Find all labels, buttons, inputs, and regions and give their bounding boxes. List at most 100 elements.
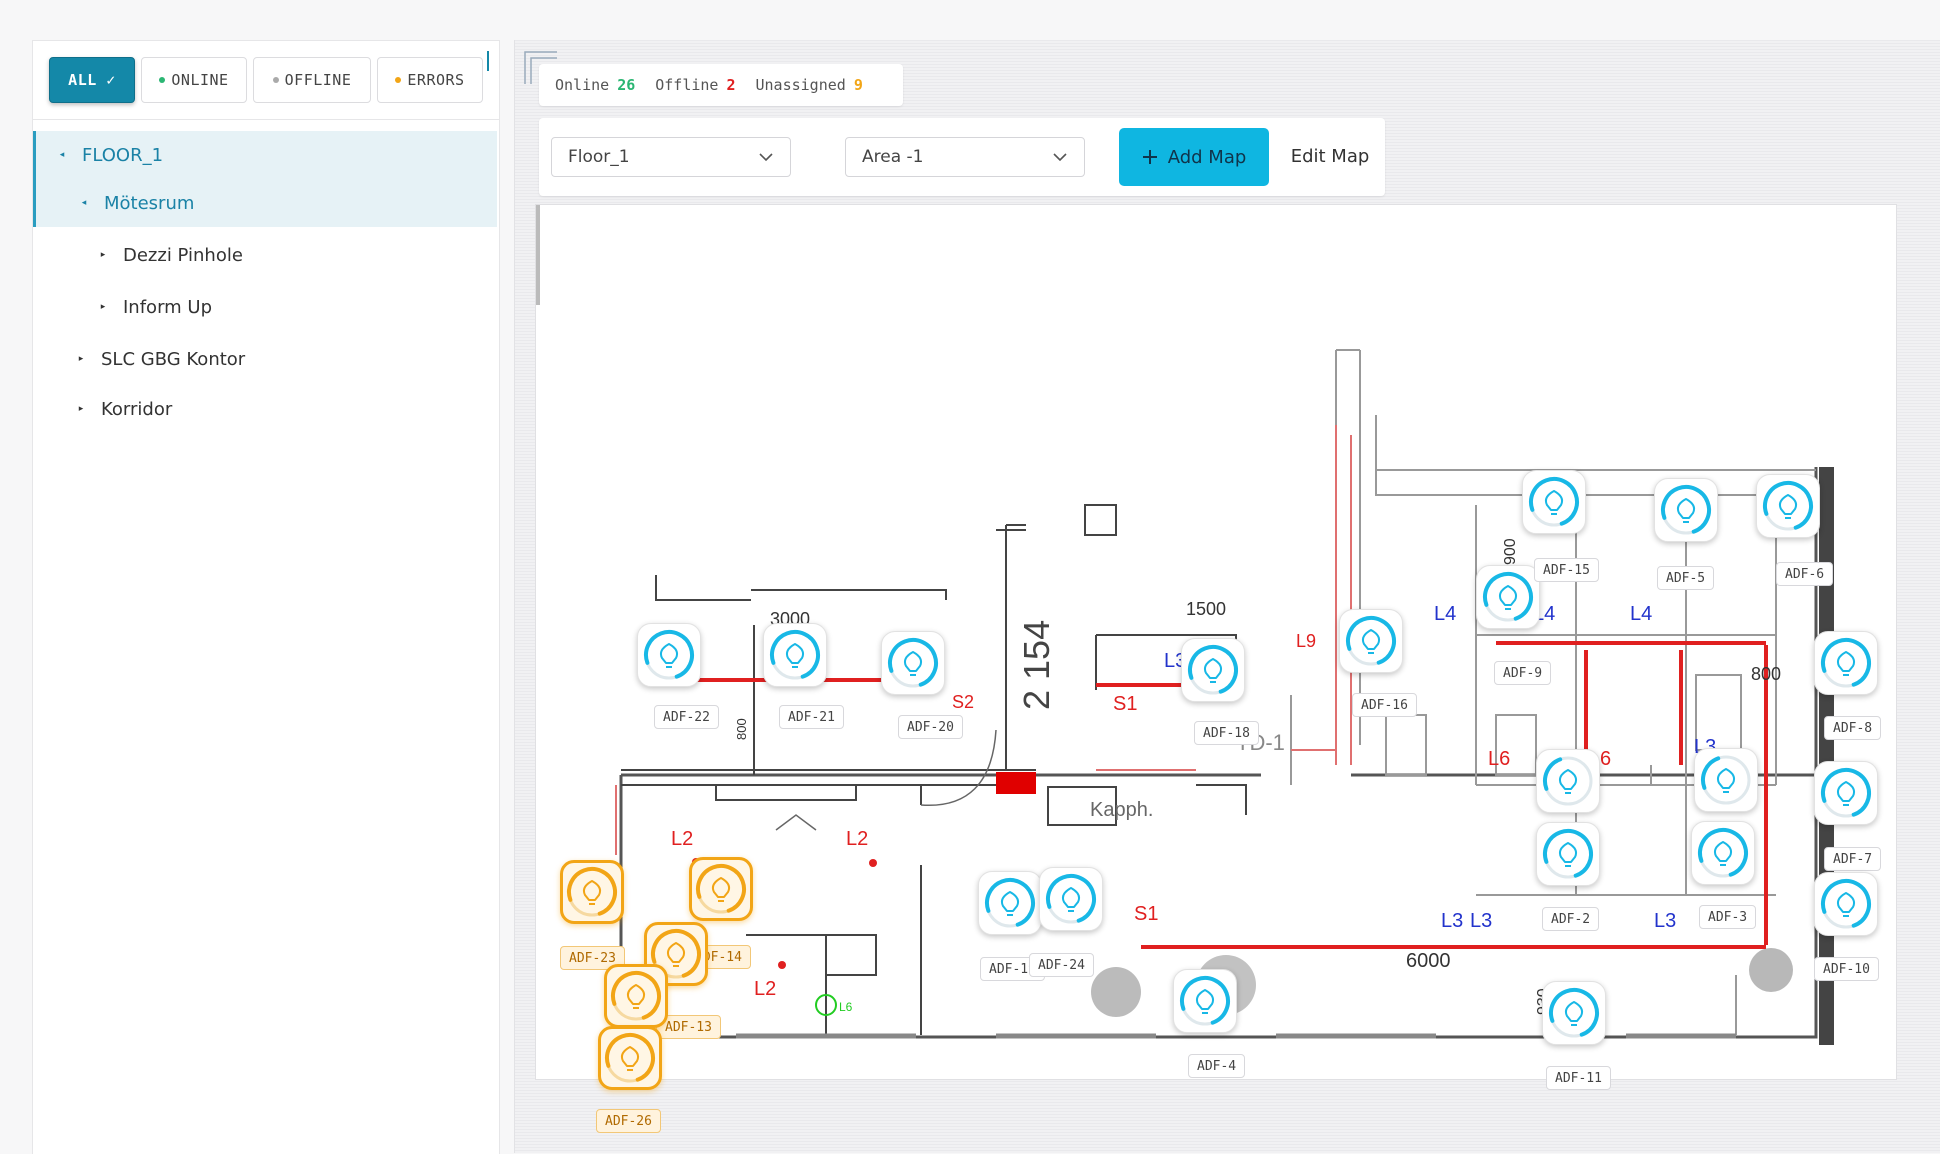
plan-tag: S2 — [952, 692, 974, 712]
light-device-marker[interactable] — [637, 623, 701, 687]
plan-tag: L6 — [1488, 748, 1510, 770]
device-tree-panel: ALL ✓ ONLINE OFFLINE ERRORS ◂ FLOOR_1 ◂ … — [32, 40, 500, 1154]
lightbulb-icon — [644, 630, 694, 680]
tree-item-dezzi-pinhole[interactable]: ▸ Dezzi Pinhole — [33, 231, 497, 279]
light-device-marker[interactable] — [763, 623, 827, 687]
tree-item-slc-gbg-kontor[interactable]: ▸ SLC GBG Kontor — [33, 335, 497, 383]
light-device-marker[interactable] — [1814, 631, 1878, 695]
dim-label: 800 — [1751, 664, 1781, 684]
device-label: ADF-6 — [1776, 562, 1834, 586]
light-device-marker[interactable] — [881, 631, 945, 695]
caret-right-icon[interactable]: ▸ — [78, 404, 84, 414]
filter-online-button[interactable]: ONLINE — [141, 57, 247, 103]
dim-label: 2 154 — [1016, 620, 1057, 710]
device-label: ADF-26 — [596, 1109, 661, 1133]
light-device-marker[interactable] — [1536, 822, 1600, 886]
plan-tag: L2 — [846, 828, 868, 850]
plan-tag: S1 — [1113, 693, 1137, 715]
light-device-marker[interactable] — [1814, 872, 1878, 936]
device-label: ADF-18 — [1194, 721, 1259, 745]
lightbulb-icon — [1821, 638, 1871, 688]
light-device-marker[interactable] — [1039, 867, 1103, 931]
caret-right-icon[interactable]: ▸ — [78, 354, 84, 364]
device-label: ADF-4 — [1188, 1054, 1246, 1078]
offline-stat-count: 2 — [726, 76, 736, 94]
caret-right-icon[interactable]: ▸ — [100, 302, 106, 312]
tree-item-motesrum[interactable]: ◂ Mötesrum — [33, 179, 497, 227]
plan-tag: L3 — [1164, 650, 1186, 672]
light-device-marker[interactable] — [560, 860, 624, 924]
plan-tag: L4 — [1630, 603, 1652, 625]
lightbulb-icon — [1661, 485, 1711, 535]
lightbulb-icon — [696, 864, 746, 914]
light-device-marker[interactable] — [604, 964, 668, 1028]
light-device-marker[interactable] — [689, 857, 753, 921]
lightbulb-icon — [1698, 828, 1748, 878]
light-device-marker[interactable] — [1339, 609, 1403, 673]
device-label: ADF-16 — [1352, 693, 1417, 717]
lightbulb-icon — [1701, 755, 1751, 805]
add-map-label: Add Map — [1167, 146, 1247, 168]
lightbulb-icon — [1821, 879, 1871, 929]
light-device-marker[interactable] — [598, 1026, 662, 1090]
device-stats: Online 26 Offline 2 Unassigned 9 — [539, 64, 903, 106]
tree-item-korridor[interactable]: ▸ Korridor — [33, 385, 497, 433]
device-label: ADF-7 — [1824, 847, 1882, 871]
device-label: ADF-8 — [1824, 716, 1882, 740]
light-device-marker[interactable] — [1173, 969, 1237, 1033]
area-select[interactable]: Area -1 — [845, 137, 1085, 177]
edit-map-button[interactable]: Edit Map — [1285, 136, 1375, 176]
offline-dot-icon — [272, 77, 279, 83]
caret-right-icon[interactable]: ▸ — [100, 250, 106, 260]
lightbulb-icon — [611, 971, 661, 1021]
lightbulb-icon — [1763, 481, 1813, 531]
tree-item-label: SLC GBG Kontor — [101, 348, 246, 370]
filter-all-label: ALL ✓ — [68, 71, 116, 89]
tree-item-label: Dezzi Pinhole — [123, 244, 243, 266]
chevron-down-icon — [759, 153, 773, 162]
edit-map-label: Edit Map — [1290, 145, 1370, 167]
online-dot-icon — [159, 77, 166, 83]
device-label: ADF-10 — [1814, 957, 1879, 981]
floor-plan-map[interactable]: 3000 1500 2 154 800 800 900 6000 930 Kap… — [535, 204, 1897, 1133]
plan-tag: L6 — [839, 1000, 853, 1014]
plan-tag: S1 — [1134, 903, 1158, 925]
tree-item-floor-1[interactable]: ◂ FLOOR_1 — [33, 131, 497, 179]
light-device-marker[interactable] — [1542, 981, 1606, 1045]
chevron-down-icon — [1053, 153, 1067, 162]
add-map-button[interactable]: Add Map — [1119, 128, 1269, 186]
filter-online-label: ONLINE — [171, 71, 229, 89]
device-label: ADF-3 — [1699, 905, 1757, 929]
lightbulb-icon — [1346, 616, 1396, 666]
filter-errors-button[interactable]: ERRORS — [377, 57, 483, 103]
lightbulb-icon — [1180, 976, 1230, 1026]
light-device-marker[interactable] — [1756, 474, 1820, 538]
dim-label: 900 — [1502, 538, 1519, 565]
lightbulb-icon — [1188, 645, 1238, 695]
plan-tag: L4 — [1434, 603, 1456, 625]
floor-select[interactable]: Floor_1 — [551, 137, 791, 177]
light-device-marker[interactable] — [1522, 470, 1586, 534]
light-device-marker[interactable] — [1691, 821, 1755, 885]
filter-offline-button[interactable]: OFFLINE — [253, 57, 371, 103]
light-device-marker[interactable] — [1814, 761, 1878, 825]
plan-tag: L9 — [1296, 631, 1316, 651]
lightbulb-icon — [1483, 572, 1533, 622]
light-device-marker[interactable] — [1181, 638, 1245, 702]
filter-all-button[interactable]: ALL ✓ — [49, 57, 135, 103]
online-stat-label: Online — [555, 76, 610, 94]
plan-tag: L2 — [671, 828, 693, 850]
lightbulb-icon — [770, 630, 820, 680]
light-device-marker[interactable] — [1654, 478, 1718, 542]
tree-item-inform-up[interactable]: ▸ Inform Up — [33, 283, 497, 331]
floor-plan-drawing: 3000 1500 2 154 800 800 900 6000 930 Kap… — [536, 205, 1834, 1045]
light-device-marker[interactable] — [1476, 565, 1540, 629]
lightbulb-icon — [985, 878, 1035, 928]
light-device-marker[interactable] — [1536, 749, 1600, 813]
status-filter-bar: ALL ✓ ONLINE OFFLINE ERRORS — [33, 41, 499, 120]
device-label: ADF-21 — [779, 705, 844, 729]
caret-down-icon[interactable]: ◂ — [81, 198, 87, 208]
light-device-marker[interactable] — [978, 871, 1042, 935]
caret-down-icon[interactable]: ◂ — [59, 150, 65, 160]
light-device-marker[interactable] — [1694, 748, 1758, 812]
